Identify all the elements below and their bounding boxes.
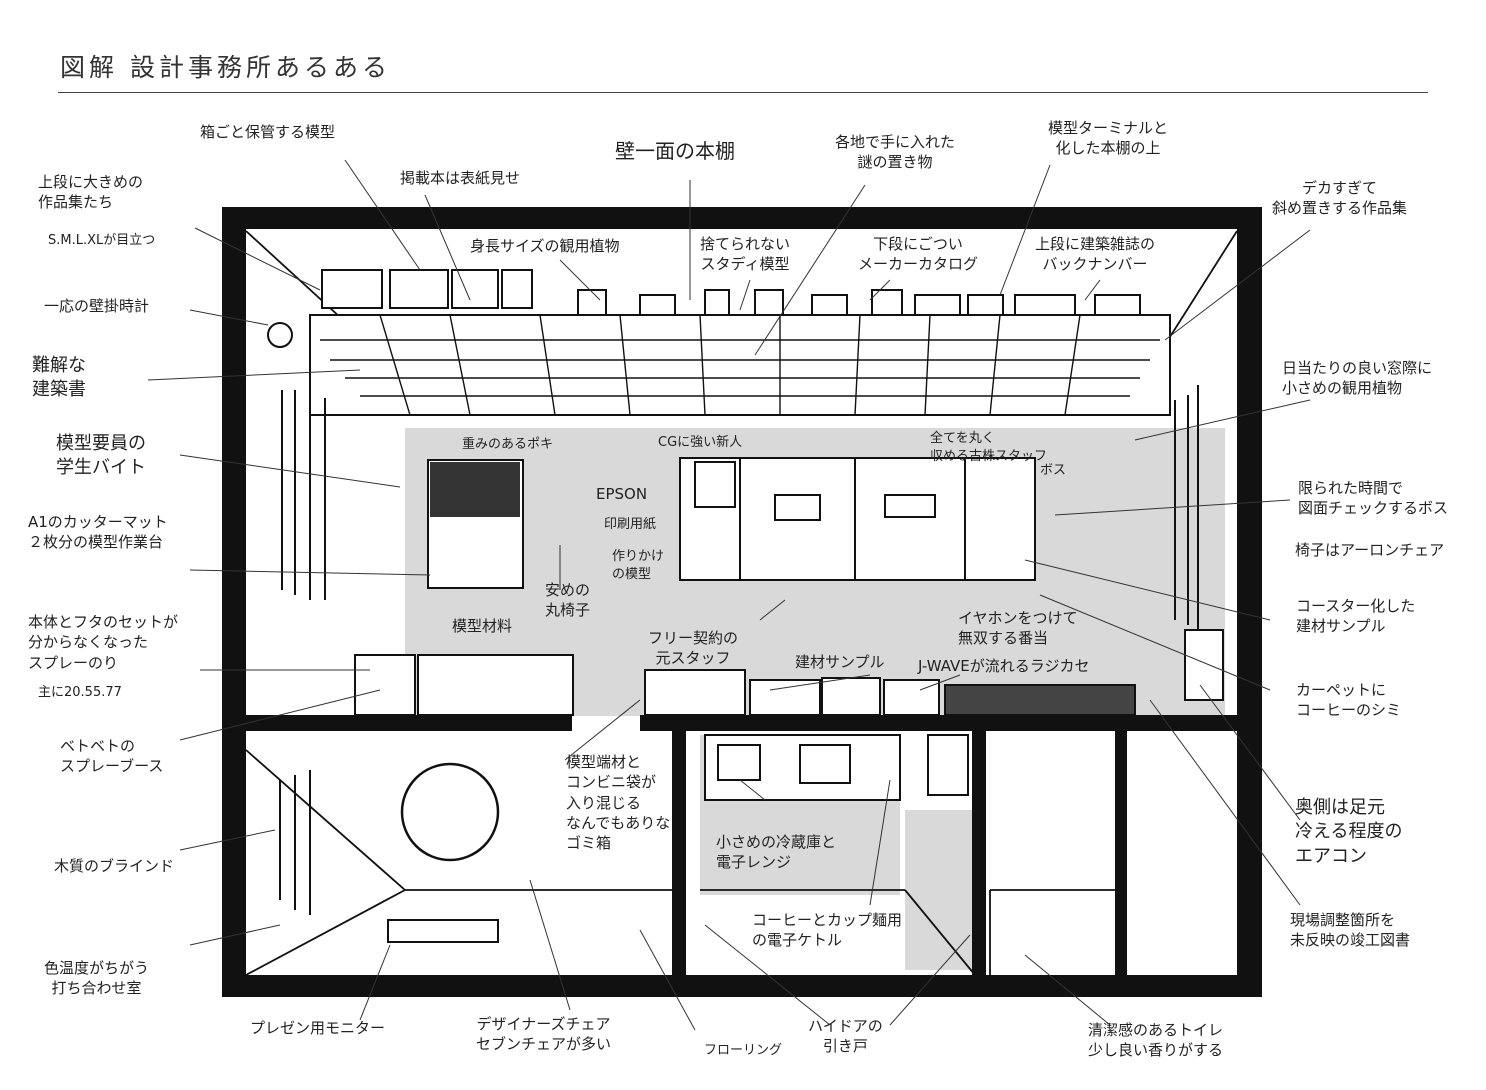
label-aeron: 椅子はアーロンチェア: [1295, 541, 1445, 559]
page-title: 図解 設計事務所あるある: [60, 53, 391, 82]
label-toilet: 清潔感のあるトイレ 少し良い香りがする: [1088, 1021, 1224, 1060]
label-smlxl: S.M.L.XLが目立つ: [48, 233, 156, 248]
label-cheap-stool: 安めの 丸椅子: [545, 581, 591, 620]
title-rule: [58, 92, 1428, 93]
wall-clock-icon: [267, 322, 293, 348]
blinds: [279, 385, 1199, 915]
label-kettle: コーヒーとカップ麺用 の電子ケトル: [752, 911, 903, 950]
label-cg-newbie: CGに強い新人: [658, 435, 743, 450]
label-wip-model: 作りかけ の模型: [612, 549, 665, 582]
label-jwave: J-WAVEが流れるラジカセ: [918, 657, 1090, 675]
label-all-staff: 全てを丸く 収める古株スタッフ: [930, 431, 1048, 464]
label-model-terminal: 模型ターミナルと 化した本棚の上: [1048, 119, 1169, 158]
label-freelance: フリー契約の 元スタッフ: [648, 629, 739, 668]
label-coaster: コースター化した 建材サンプル: [1296, 597, 1416, 636]
label-maker-catalog: 下段にごつい メーカーカタログ: [858, 235, 979, 274]
shelf-top-boxes: [321, 269, 1141, 321]
label-back-numbers: 上段に建築雑誌の バックナンバー: [1035, 235, 1156, 274]
label-study-models: 捨てられない スタディ模型: [700, 235, 791, 274]
label-wall-clock: 一応の壁掛時計: [44, 297, 150, 315]
label-fridge: 小さめの冷蔵庫と 電子レンジ: [716, 833, 837, 872]
air-conditioner: [1184, 629, 1224, 701]
label-coffee-stain: カーペットに コーヒーのシミ: [1296, 681, 1402, 720]
label-hard-books: 難解な 建築書: [32, 355, 86, 401]
label-big-books: デカすぎて 斜め置きする作品集: [1272, 179, 1408, 218]
label-spray-glue: 本体とフタのセットが 分からなくなった スプレーのり: [28, 613, 179, 672]
label-flooring: フローリング: [704, 1043, 783, 1058]
label-print-paper: 印刷用紙: [604, 517, 657, 532]
label-mystery-objects: 各地で手に入れた 謎の置き物: [835, 133, 956, 172]
desk-island: [679, 457, 1036, 581]
label-epson: EPSON: [596, 485, 648, 503]
label-monitor: プレゼン用モニター: [250, 1019, 386, 1037]
label-tall-plant: 身長サイズの観用植物: [470, 237, 620, 255]
label-cutter-mat: A1のカッターマット ２枚分の模型作業台: [28, 513, 168, 552]
label-earphones: イヤホンをつけて 無双する番当: [958, 609, 1078, 648]
kitchen: [704, 734, 969, 801]
model-work-table: [427, 459, 524, 589]
wall-bookshelf: [309, 314, 1171, 416]
label-cover-display: 掲載本は表紙見せ: [400, 169, 521, 187]
label-blind: 木質のブラインド: [54, 857, 175, 875]
room-perspective: [245, 230, 1238, 976]
label-model-student: 模型要員の 学生バイト: [56, 433, 146, 479]
label-model-material: 模型材料: [452, 617, 513, 635]
meeting-table: [387, 762, 500, 943]
label-drawings: 現場調整箇所を 未反映の竣工図書: [1290, 911, 1411, 950]
label-designer-chair: デザイナーズチェア セブンチェアが多い: [476, 1015, 612, 1054]
label-large-works: 上段に大きめの 作品集たち: [38, 173, 144, 212]
storage-row: [354, 654, 1136, 716]
label-color-temp: 色温度がちがう 打ち合わせ室: [44, 959, 150, 998]
label-scrap-bin: 模型端材と コンビニ袋が 入り混じる なんでもありな ゴミ箱: [566, 753, 671, 852]
label-window-plant: 日当たりの良い窓際に 小さめの観用植物: [1282, 359, 1433, 398]
label-aircon: 奥側は足元 冷える程度の エアコン: [1295, 797, 1403, 867]
label-spray-booth: ベトベトの スプレーブース: [60, 737, 164, 776]
label-boss-tag: ボス: [1040, 463, 1067, 478]
label-wall-shelf: 壁一面の本棚: [615, 139, 735, 163]
leader-lines: [147, 159, 1311, 1031]
building-frame: [222, 207, 1262, 997]
label-material-sample: 建材サンプル: [795, 653, 885, 671]
label-spray-nums: 主に20.55.77: [38, 685, 122, 700]
label-boss-check: 限られた時間で 図面チェックするボス: [1298, 479, 1449, 518]
label-box-models: 箱ごと保管する模型: [200, 123, 336, 141]
label-heavy-poki: 重みのあるポキ: [462, 437, 554, 452]
label-high-door: ハイドアの 引き戸: [808, 1017, 883, 1056]
